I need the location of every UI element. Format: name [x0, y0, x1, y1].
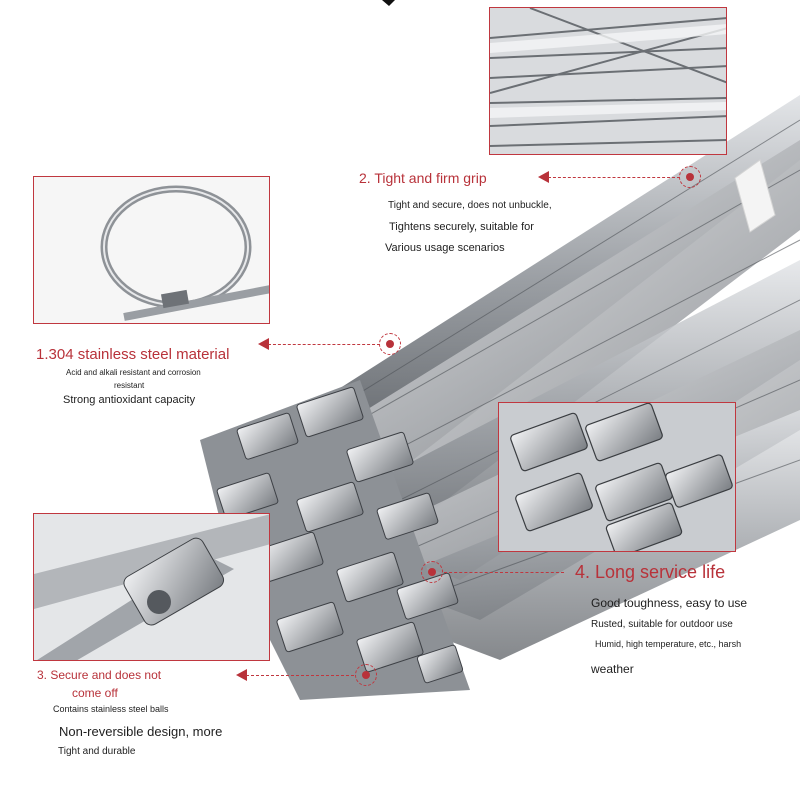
inset-buckle-lock — [33, 513, 270, 661]
leader-service — [444, 572, 564, 573]
feature-grip-line-3: Various usage scenarios — [385, 242, 505, 254]
feature-secure-line-2: Non-reversible design, more — [59, 724, 223, 739]
feature-grip-title: 2. Tight and firm grip — [359, 170, 487, 186]
marker-grip — [679, 166, 701, 188]
feature-secure-line-1: Contains stainless steel balls — [53, 704, 169, 714]
tie-ring-image — [34, 177, 269, 323]
inset-buckle-closeup — [498, 402, 736, 552]
feature-material-title: 1.304 stainless steel material — [36, 346, 230, 363]
buckle-lock-image — [34, 514, 269, 660]
feature-grip-line-2: Tightens securely, suitable for — [389, 221, 534, 233]
inset-strap-closeup — [489, 7, 727, 155]
feature-material-line-2: resistant — [114, 381, 145, 390]
feature-service-line-3: Humid, high temperature, etc., harsh — [595, 639, 742, 649]
marker-service — [421, 561, 443, 583]
marker-material — [379, 333, 401, 355]
arrow-secure — [236, 669, 247, 681]
feature-material-line-3: Strong antioxidant capacity — [63, 394, 196, 406]
feature-material-line-1: Acid and alkali resistant and corrosion — [66, 368, 201, 377]
feature-service-title: 4. Long service life — [575, 562, 726, 582]
arrow-material — [258, 338, 269, 350]
feature-grip-line-1: Tight and secure, does not unbuckle, — [388, 200, 552, 211]
feature-secure-title-line-1: 3. Secure and does not — [37, 668, 162, 682]
leader-secure — [246, 675, 354, 676]
arrow-grip — [538, 171, 549, 183]
inset-tie-ring — [33, 176, 270, 324]
feature-service-line-1: Good toughness, easy to use — [591, 596, 748, 610]
feature-service-line-4: weather — [591, 662, 634, 676]
leader-material — [268, 344, 380, 345]
strap-closeup-image — [490, 8, 726, 154]
buckle-closeup-image — [499, 403, 735, 551]
marker-secure — [355, 664, 377, 686]
leader-grip — [548, 177, 680, 178]
feature-secure-line-3: Tight and durable — [58, 746, 136, 757]
feature-secure-title-line-2: come off — [72, 686, 118, 700]
feature-service-line-2: Rusted, suitable for outdoor use — [591, 619, 733, 630]
